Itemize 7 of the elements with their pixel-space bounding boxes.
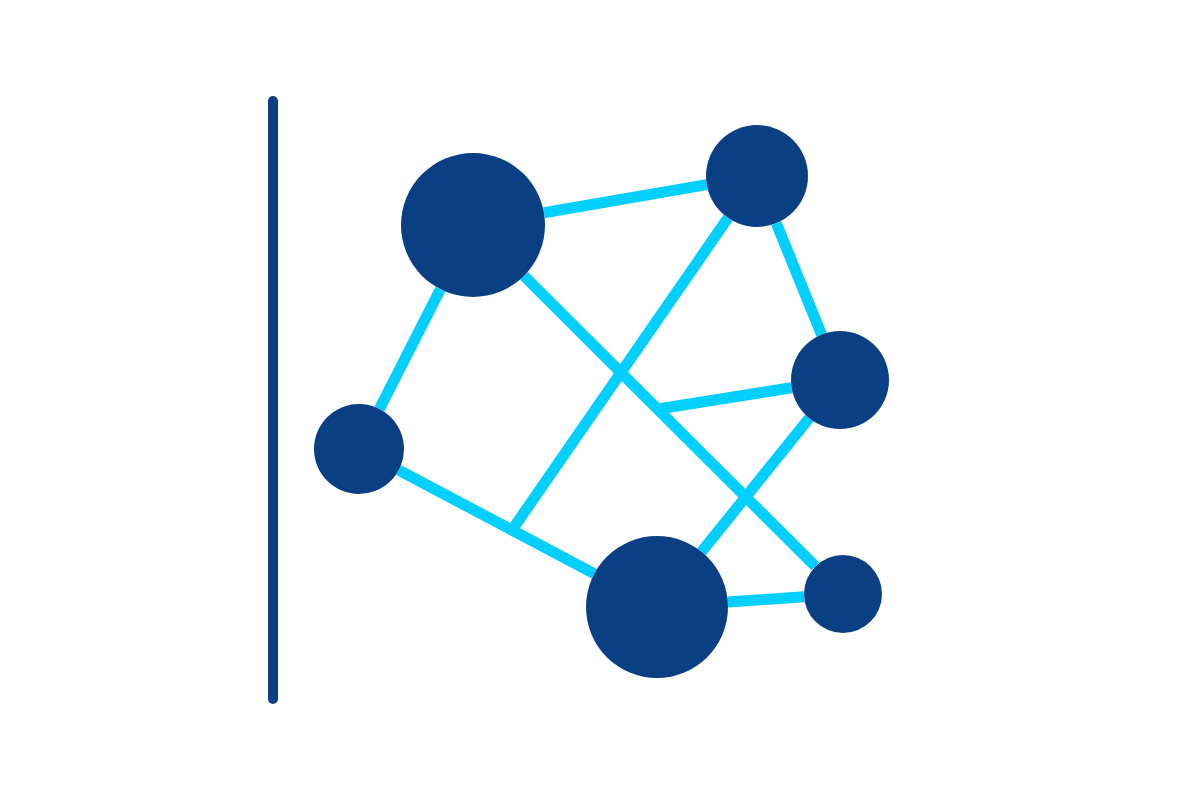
connector-line <box>396 465 597 579</box>
connector-line <box>657 382 793 415</box>
connector-line <box>727 591 805 608</box>
connector-line <box>520 271 820 571</box>
connector-line <box>543 179 708 219</box>
connector-line <box>771 221 827 337</box>
connector-line <box>374 286 446 412</box>
